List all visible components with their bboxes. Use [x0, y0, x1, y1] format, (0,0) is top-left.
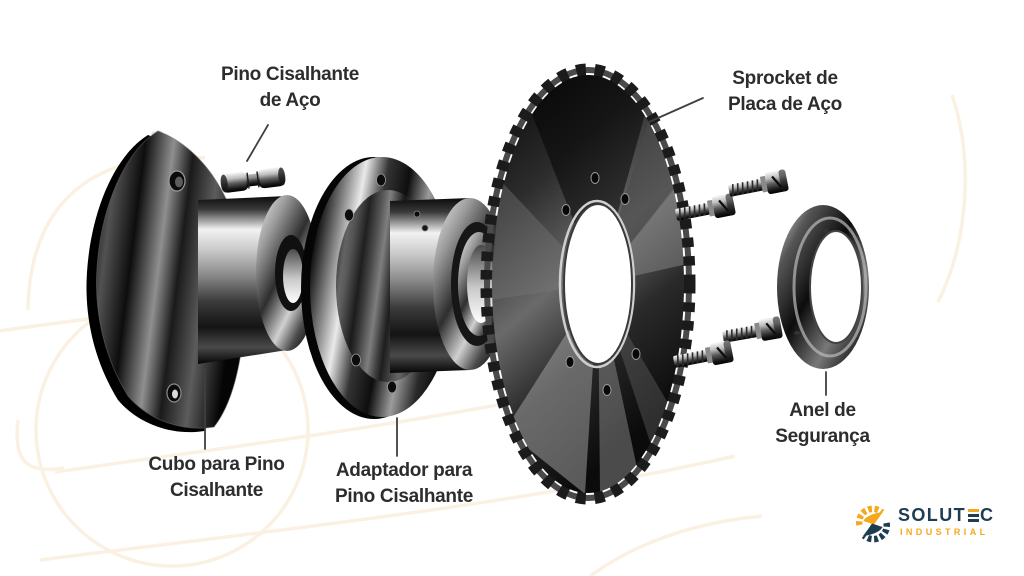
adapter-flange-hole: [387, 380, 397, 394]
label-adapter-line1: Adaptador para: [335, 460, 473, 481]
leader-lines: [204, 97, 827, 457]
leader-line-sprocket: [648, 97, 704, 123]
label-adapter-line2: Pino Cisalhante: [334, 486, 474, 507]
mounting-bolt: [725, 167, 791, 203]
label-ring-line1: Anel de: [789, 400, 856, 421]
solutec-logo: SOLUT C INDUSTRIAL: [853, 500, 1023, 564]
label-shear-pin-line1: Pino Cisalhante: [220, 64, 360, 85]
sprocket-bolt-hole: [565, 356, 575, 368]
leader-line-shear-pin: [246, 124, 269, 162]
adapter-part: [301, 157, 507, 419]
hub-bore: [283, 249, 303, 303]
sprocket-center-hole-chamfer: [558, 199, 636, 369]
label-hub-line2: Cisalhante: [169, 480, 264, 501]
sprocket-bolt-hole: [590, 172, 600, 184]
adapter-flange-hole: [351, 353, 361, 367]
sprocket-bolt-hole: [631, 348, 641, 360]
adapter-flange-hole: [376, 173, 386, 187]
retaining-ring-part: [777, 205, 869, 369]
label-ring: Anel de Segurança: [745, 398, 900, 450]
ring-face-band: [792, 216, 868, 358]
adapter-flange-hole: [344, 208, 354, 222]
logo-text: SOLUT C INDUSTRIAL: [898, 500, 994, 537]
label-hub: Cubo para Pino Cisalhante: [124, 452, 309, 504]
sprocket-teeth: [480, 63, 696, 505]
brand-name: SOLUT C: [898, 506, 994, 524]
brand-left: SOLUT: [898, 505, 966, 525]
label-adapter: Adaptador para Pino Cisalhante: [314, 458, 494, 510]
shear-pin-part: [220, 167, 286, 193]
sprocket-bolt-hole: [620, 193, 630, 205]
solutec-gear-icon: [855, 505, 891, 543]
ring-dimple: [794, 331, 800, 335]
hub-part: [86, 129, 318, 433]
hub-flange-hole-top-inner: [175, 176, 183, 188]
label-sprocket-line1: Sprocket de: [732, 68, 838, 89]
label-hub-line1: Cubo para Pino: [148, 454, 285, 475]
brand-subtitle: INDUSTRIAL: [900, 527, 989, 537]
label-sprocket-line2: Placa de Aço: [728, 94, 842, 115]
label-sprocket: Sprocket de Placa de Aço: [695, 66, 875, 118]
sprocket-bolt-hole: [602, 384, 612, 396]
ring-hole: [809, 230, 863, 344]
sprocket-center-hole: [563, 203, 633, 365]
adapter-set-screw: [421, 224, 429, 232]
ring-dimple: [823, 229, 829, 233]
stylized-e-glyph: [968, 508, 979, 522]
brand-right: C: [980, 505, 995, 525]
hub-flange-hole-bottom-inner: [172, 389, 178, 399]
label-shear-pin: Pino Cisalhante de Aço: [195, 62, 385, 114]
label-shear-pin-line2: de Aço: [259, 90, 321, 111]
label-ring-line2: Segurança: [775, 426, 870, 447]
sprocket-part: [480, 63, 696, 505]
adapter-set-screw: [413, 210, 421, 218]
sprocket-bolt-hole: [561, 204, 571, 216]
